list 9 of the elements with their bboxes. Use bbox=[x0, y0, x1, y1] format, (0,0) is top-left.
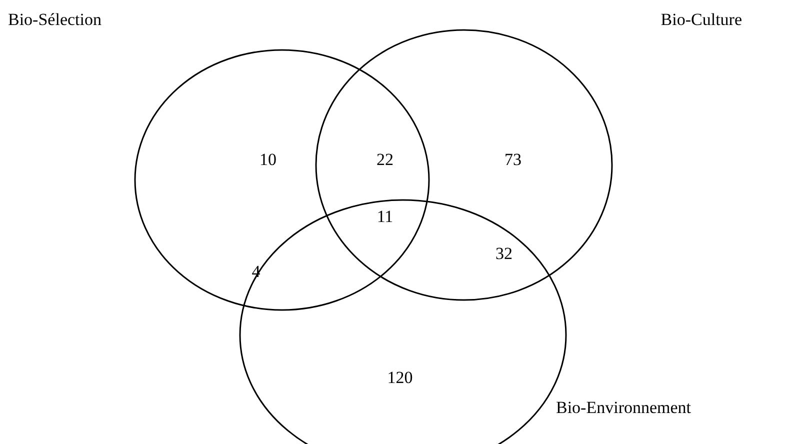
set-title: Bio-Environnement bbox=[556, 398, 692, 418]
set-title: Bio-Sélection bbox=[8, 10, 102, 30]
region-count: 22 bbox=[376, 150, 394, 170]
region-count: 32 bbox=[496, 244, 512, 264]
set-title: Bio-Culture bbox=[660, 10, 742, 30]
region-count: 73 bbox=[504, 150, 522, 170]
region-count: 11 bbox=[376, 207, 394, 227]
region-count: 120 bbox=[387, 368, 413, 388]
region-count: 10 bbox=[260, 150, 276, 170]
